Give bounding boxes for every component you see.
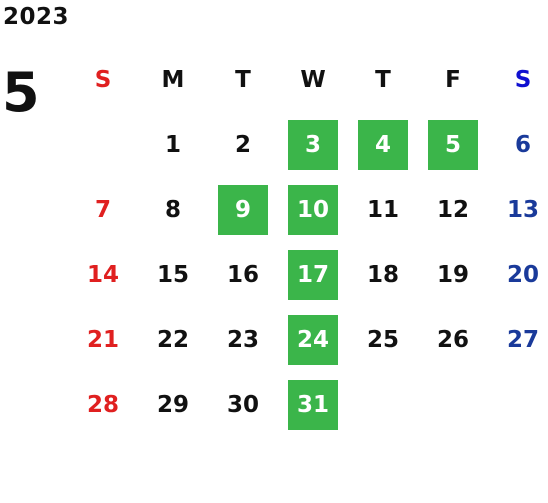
day-cell: 2 [208, 112, 278, 177]
day-cell: 18 [348, 242, 418, 307]
weekday-monday: M [161, 67, 185, 93]
day-number: 8 [164, 196, 181, 223]
day-cell: 16 [208, 242, 278, 307]
day-cell: 25 [348, 307, 418, 372]
day-number: 3 [288, 119, 338, 170]
day-cell: 21 [68, 307, 138, 372]
day-cell: 10 [278, 177, 348, 242]
day-number: 12 [436, 196, 469, 223]
day-cell: 28 [68, 372, 138, 437]
day-number: 23 [226, 326, 259, 353]
day-number: 13 [506, 196, 539, 223]
day-number: 27 [506, 326, 539, 353]
day-number: 11 [366, 196, 399, 223]
empty-day [358, 380, 408, 430]
day-number: 10 [288, 184, 338, 235]
day-number: 14 [86, 261, 119, 288]
empty-day [498, 380, 548, 430]
day-number: 9 [218, 184, 268, 235]
day-cell: 7 [68, 177, 138, 242]
day-cell: 23 [208, 307, 278, 372]
month-number: 5 [2, 61, 40, 124]
day-cell: 19 [418, 242, 488, 307]
day-number: 26 [436, 326, 469, 353]
day-number: 31 [288, 379, 338, 430]
day-number: 7 [94, 196, 111, 223]
weekday-wednesday: W [300, 67, 326, 93]
day-cell: 13 [488, 177, 548, 242]
day-number: 22 [156, 326, 189, 353]
day-number: 17 [288, 249, 338, 300]
weekday-saturday: S [514, 67, 532, 93]
day-cell: 9 [208, 177, 278, 242]
day-number: 30 [226, 391, 259, 418]
year-label: 2023 [3, 4, 70, 30]
day-number: 28 [86, 391, 119, 418]
day-number: 18 [366, 261, 399, 288]
day-cell: 22 [138, 307, 208, 372]
empty-day [78, 120, 128, 170]
day-number: 4 [358, 119, 408, 170]
day-number: 24 [288, 314, 338, 365]
day-number: 20 [506, 261, 539, 288]
day-cell: 27 [488, 307, 548, 372]
day-cell: 11 [348, 177, 418, 242]
day-number: 15 [156, 261, 189, 288]
empty-day-cell [418, 372, 488, 437]
day-cell: 29 [138, 372, 208, 437]
day-number: 1 [164, 131, 181, 158]
day-cell: 20 [488, 242, 548, 307]
day-cell: 8 [138, 177, 208, 242]
day-cell: 14 [68, 242, 138, 307]
day-number: 5 [428, 119, 478, 170]
weekday-tuesday: T [235, 67, 251, 93]
day-cell: 15 [138, 242, 208, 307]
day-cell: 30 [208, 372, 278, 437]
empty-day-cell [488, 372, 548, 437]
day-cell: 31 [278, 372, 348, 437]
weekday-sunday: S [94, 67, 112, 93]
day-number: 16 [226, 261, 259, 288]
day-number: 29 [156, 391, 189, 418]
day-cell: 1 [138, 112, 208, 177]
empty-day [428, 380, 478, 430]
day-cell: 6 [488, 112, 548, 177]
day-number: 25 [366, 326, 399, 353]
weekday-thursday: T [375, 67, 391, 93]
empty-day-cell [68, 112, 138, 177]
day-number: 2 [234, 131, 251, 158]
empty-day-cell [348, 372, 418, 437]
day-cell: 24 [278, 307, 348, 372]
day-cell: 12 [418, 177, 488, 242]
day-cell: 17 [278, 242, 348, 307]
weekday-friday: F [445, 67, 461, 93]
day-number: 19 [436, 261, 469, 288]
day-number: 21 [86, 326, 119, 353]
day-cell: 3 [278, 112, 348, 177]
day-cell: 4 [348, 112, 418, 177]
day-number: 6 [514, 131, 531, 158]
day-cell: 5 [418, 112, 488, 177]
day-cell: 26 [418, 307, 488, 372]
